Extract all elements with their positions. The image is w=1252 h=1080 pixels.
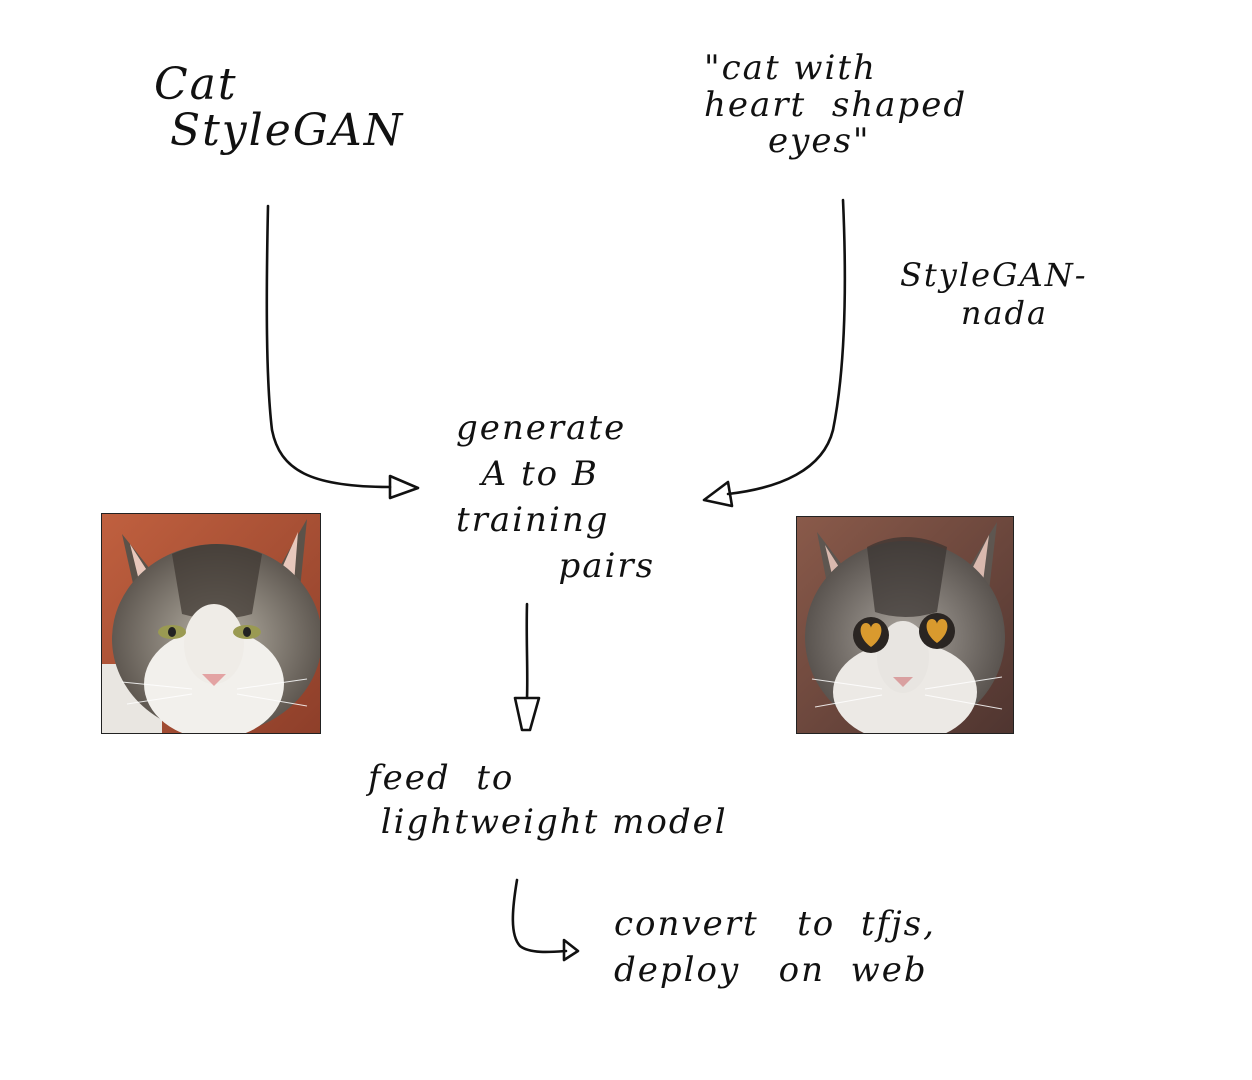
arrowhead-right	[702, 480, 734, 508]
arrowhead-left	[388, 474, 420, 500]
label-generate-pairs: generate A to B training pairs	[456, 408, 656, 586]
label-source-model: Cat StyleGAN	[154, 59, 405, 157]
arrowhead-convert	[562, 938, 580, 962]
label-text-prompt: "cat with heart shaped eyes"	[704, 48, 968, 162]
arrow-left-to-generate	[265, 204, 392, 489]
label-feed-model: feed to lightweight model	[368, 758, 728, 843]
cat-photo-heart-eyes	[796, 516, 1014, 734]
arrowhead-down	[513, 696, 541, 732]
label-method: StyleGAN- nada	[900, 256, 1088, 333]
arrow-right-to-generate	[726, 198, 847, 496]
cat-photo	[101, 513, 321, 734]
label-convert-deploy: convert to tfjs, deploy on web	[614, 904, 936, 990]
arrow-feed-to-convert	[511, 878, 568, 954]
arrow-generate-to-feed	[525, 602, 529, 700]
